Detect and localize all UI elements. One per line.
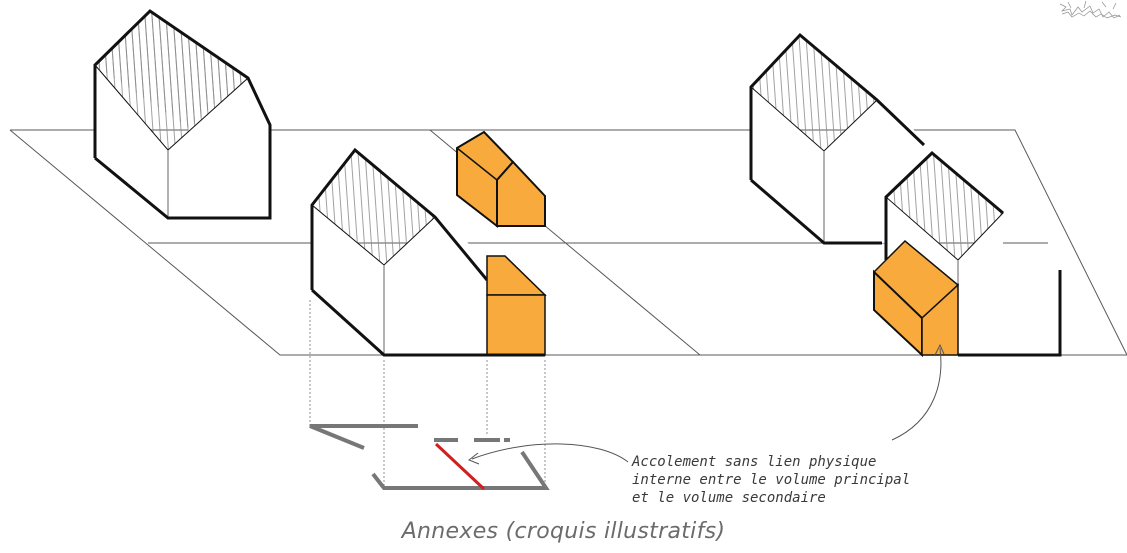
logo — [1059, 0, 1122, 19]
annotation-line-2: interne entre le volume principal — [632, 472, 911, 488]
leader-arrow-plan — [468, 443, 629, 465]
annotation-line-1: Accolement sans lien physique — [632, 454, 877, 470]
annotation-line-3: et le volume secondaire — [632, 490, 826, 506]
leader-arrow-annex — [891, 343, 945, 441]
annex-detached — [456, 130, 546, 229]
house-main-left — [93, 9, 272, 220]
plan-view — [309, 424, 550, 490]
annex-attached-center — [486, 255, 547, 357]
party-wall-line — [434, 442, 486, 491]
annex-attached-right — [872, 239, 960, 358]
figure-caption: Annexes (croquis illustratifs) — [401, 519, 726, 544]
annotation-text: Accolement sans lien physique interne en… — [632, 453, 910, 507]
house-main-center — [310, 147, 489, 357]
